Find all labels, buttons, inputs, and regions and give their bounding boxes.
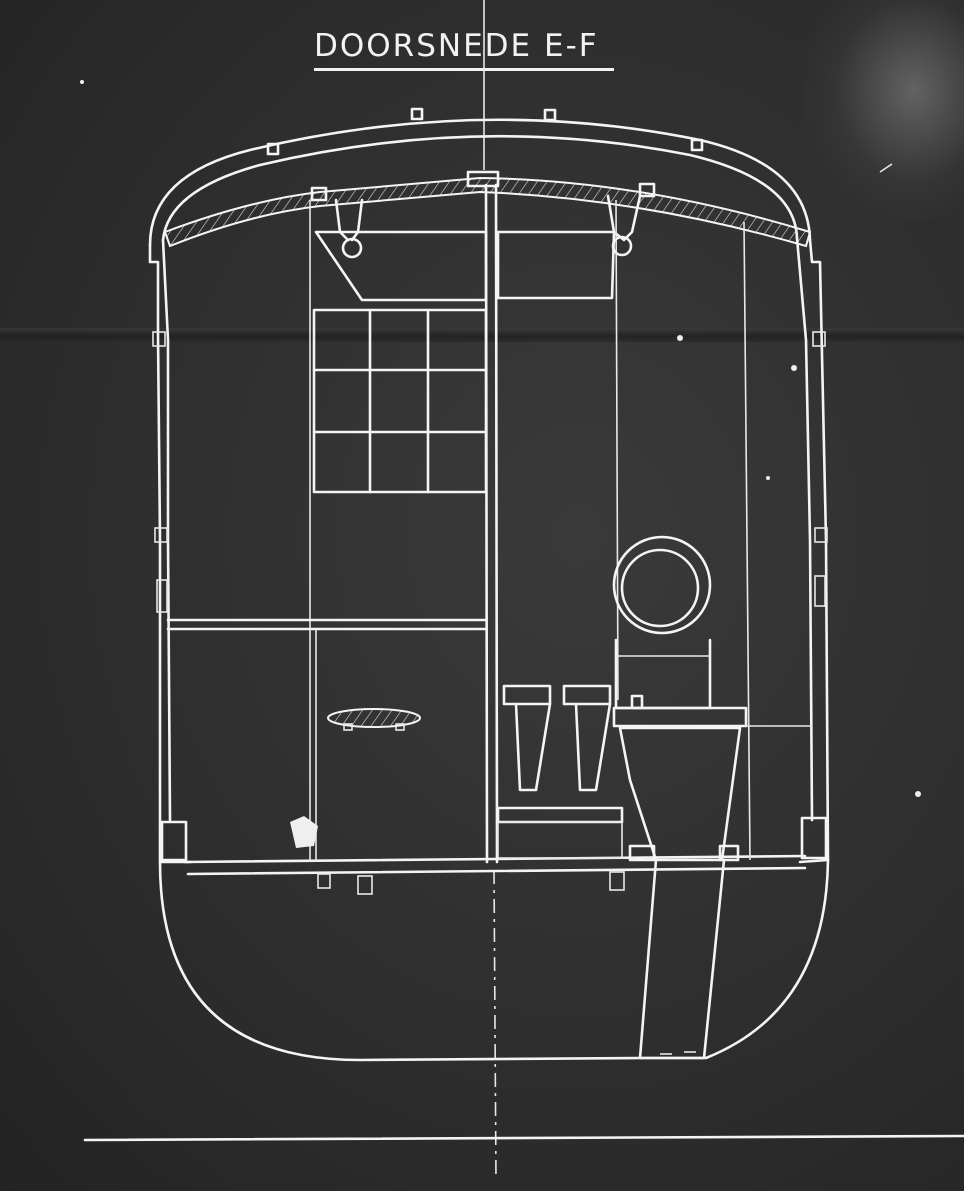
toilet-bowl [618, 726, 742, 862]
wall-post [156, 579, 168, 613]
wall-post [814, 527, 828, 543]
floor-bracket [317, 873, 331, 889]
right-wall-inner [795, 236, 814, 822]
basin-top [612, 706, 748, 728]
lid-foot [395, 723, 405, 731]
seat-left-leg [514, 702, 552, 792]
floor-bottom [186, 866, 807, 876]
hatched-lid [327, 708, 421, 728]
speck [766, 476, 770, 480]
corner-block-right [800, 816, 828, 860]
left-lamp [341, 237, 363, 259]
right-lamp [611, 235, 633, 257]
mirror-stand [614, 638, 712, 710]
left-upper-cabinet [314, 230, 488, 302]
wall-post [812, 331, 826, 347]
wall-post [154, 527, 168, 543]
speck [677, 335, 683, 341]
seat-base-lower [497, 821, 623, 859]
mirror-inner [620, 548, 700, 628]
roof-rib [410, 107, 424, 121]
lid-foot [343, 723, 353, 731]
wall-post [152, 331, 166, 347]
paper-fold [0, 328, 964, 342]
seat-base [496, 806, 624, 824]
speck [915, 791, 921, 797]
photo-glare [804, 0, 964, 220]
seat-left-top [502, 684, 552, 706]
speck [80, 80, 84, 84]
roof-rib [690, 138, 704, 152]
pipe-flange [628, 844, 656, 862]
seat-right-top [562, 684, 612, 706]
ground-line [83, 1134, 964, 1142]
drain-pipe [638, 858, 726, 1060]
left-wall-inner [161, 238, 172, 822]
right-frame [743, 221, 751, 861]
lower-hull [158, 858, 830, 1062]
right-frame [615, 199, 619, 701]
inner-roof [161, 134, 799, 242]
corner-block-left [160, 820, 188, 862]
smudge [290, 816, 318, 848]
roof-rib [266, 142, 280, 156]
wall-post [814, 575, 826, 607]
title-underline [314, 68, 614, 71]
floor-bracket [357, 875, 373, 895]
seat-right-leg [574, 702, 612, 792]
right-upper-cabinet [496, 230, 616, 300]
speck [879, 163, 893, 173]
floor-top [183, 854, 807, 864]
drawing-title: DOORSNEDE E-F [314, 28, 599, 64]
roof-rib [310, 186, 328, 202]
roof-rib [543, 108, 557, 122]
center-line-lower [493, 869, 497, 1181]
roof-rib [638, 182, 656, 198]
speck [791, 365, 797, 371]
window-frame [312, 308, 488, 494]
roof-hatch-band [163, 176, 812, 248]
partition-right [494, 183, 499, 864]
basin-tap [630, 694, 644, 710]
roof-rib [466, 170, 500, 188]
floor-bracket [609, 871, 625, 891]
mirror-outer [612, 535, 712, 635]
pipe-flange [718, 844, 740, 862]
right-wall-outer [798, 238, 830, 864]
left-hanger [334, 198, 364, 242]
outer-roof [148, 118, 812, 247]
